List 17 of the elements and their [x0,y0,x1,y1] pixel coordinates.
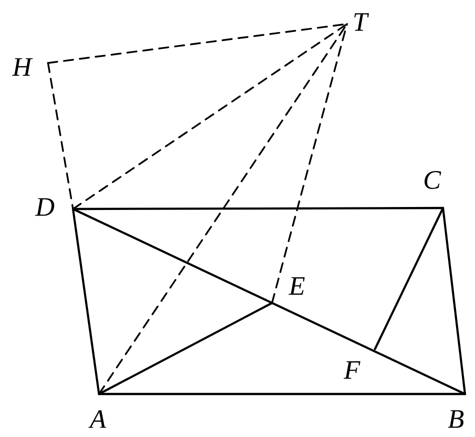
point-label: B [448,410,464,428]
point-label: D [35,198,54,216]
line-segment [98,302,274,396]
line-segment [374,206,444,350]
line-segment [98,392,466,396]
line-segment [72,208,100,396]
point-label: A [88,410,106,428]
line-segment [271,23,348,304]
point-label: H [12,58,33,76]
point-label: F [344,361,360,379]
point-label: C [424,171,442,189]
line-segment [47,62,74,210]
point-label: E [288,277,305,295]
line-segment [442,206,466,396]
line-segment [72,23,348,210]
line-segment [72,208,466,396]
point-label: T [354,13,369,31]
